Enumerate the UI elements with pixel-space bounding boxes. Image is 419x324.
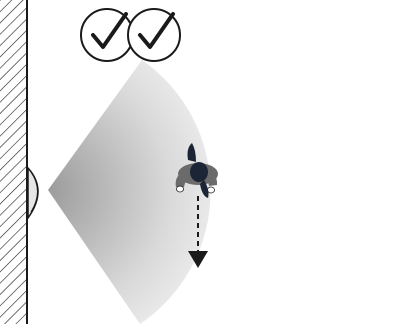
sensor <box>28 168 38 218</box>
checkmark-circle-icon <box>81 9 133 61</box>
wall <box>0 0 27 324</box>
detection-zone <box>48 60 211 324</box>
checkmark-circle-icon <box>128 9 180 61</box>
